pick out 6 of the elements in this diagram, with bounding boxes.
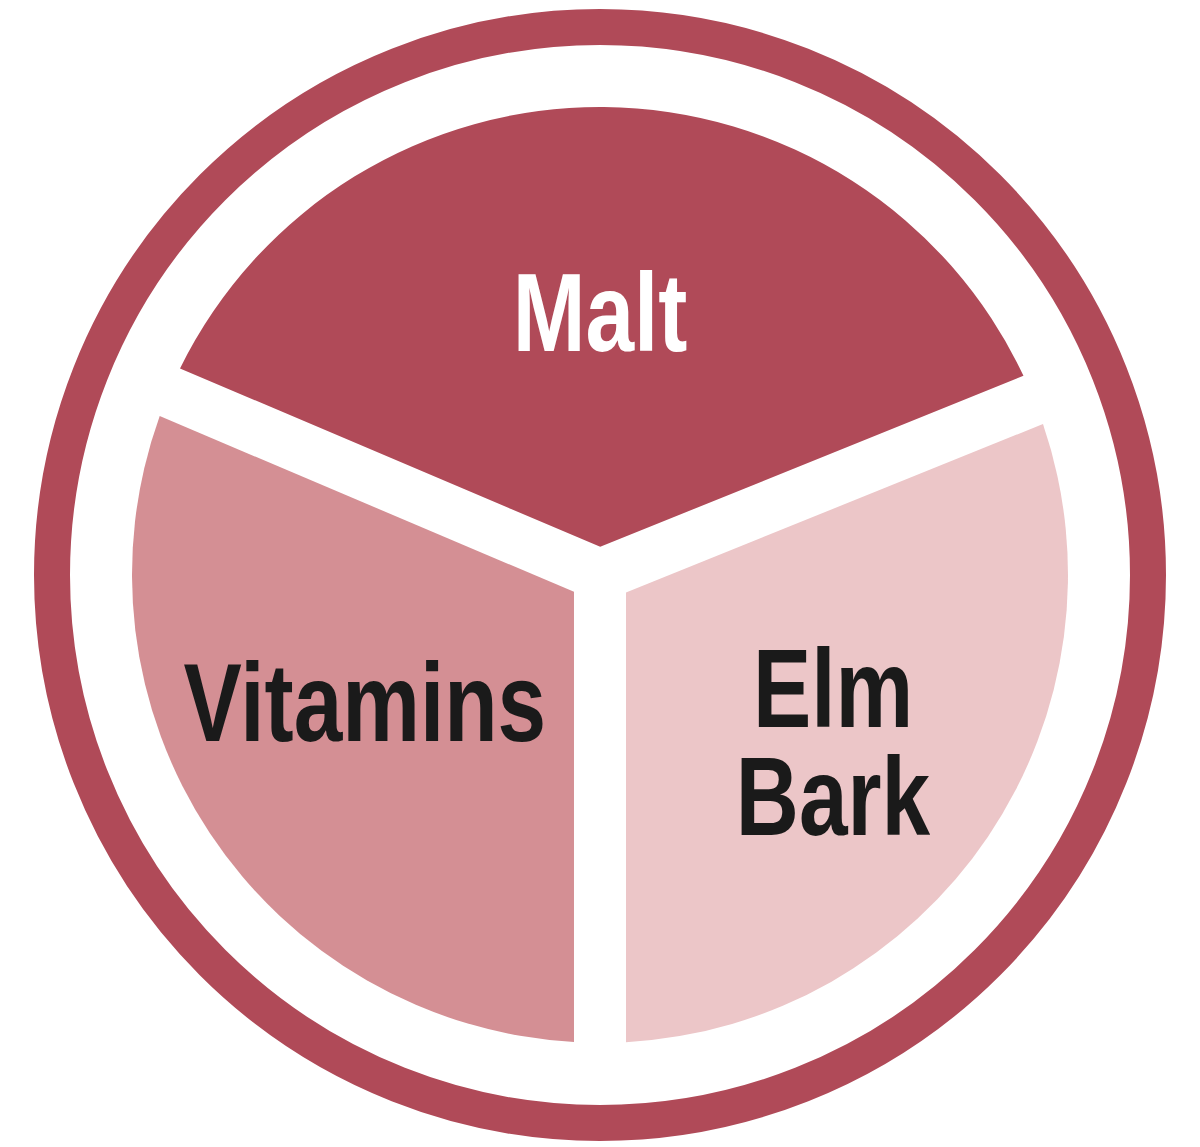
segment-label: Vitamins	[183, 649, 543, 757]
segment-label: Elm Bark	[734, 635, 932, 851]
pie-segment	[626, 424, 1068, 1043]
pie-segment	[180, 107, 1024, 547]
pie-segment	[132, 416, 574, 1043]
segment-label: Malt	[511, 259, 689, 367]
